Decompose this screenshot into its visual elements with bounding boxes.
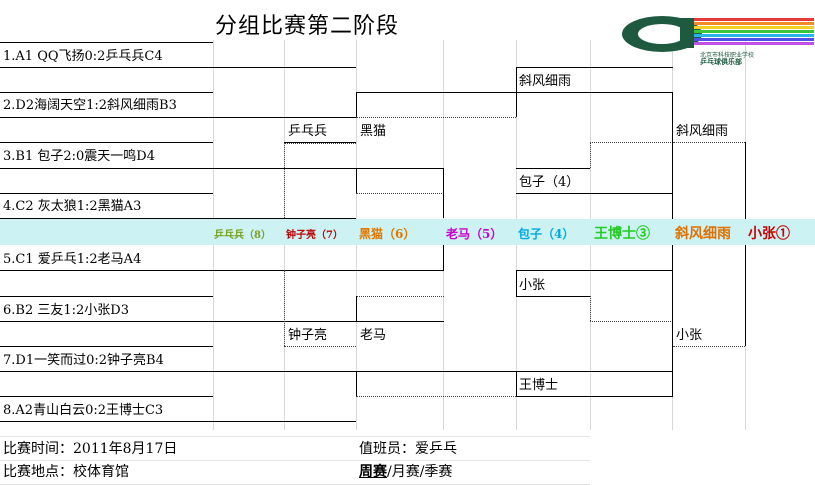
rank-1: 小张① (748, 226, 790, 242)
r2-winner-3: 小张 (519, 278, 546, 293)
match-type-rest: /月赛/季赛 (387, 464, 453, 480)
logo-club-name: 乒乓球俱乐部 (700, 57, 742, 66)
footer-match-type: 周赛/月赛/季赛 (359, 464, 452, 480)
r1-winner-3: 钟子亮 (288, 328, 328, 343)
rank-3: 王博士③ (594, 226, 650, 242)
r2-winner-2: 包子（4） (519, 175, 580, 190)
r2-winner-1: 斜风细雨 (519, 74, 572, 89)
match-4: 4.C2 灰太狼1:2黑猫A3 (3, 199, 142, 214)
r1-winner-2: 黑猫 (360, 124, 387, 139)
match-5: 5.C1 爱乒乓1:2老马A4 (3, 252, 142, 267)
page-title: 分组比赛第二阶段 (215, 14, 400, 39)
match-7: 7.D1一笑而过0:2钟子亮B4 (3, 353, 164, 368)
match-2: 2.D2海阔天空1:2斜风细雨B3 (3, 98, 177, 113)
ranking-band (0, 219, 815, 245)
match-1: 1.A1 QQ飞扬0:2乒乓兵C4 (3, 49, 163, 64)
r3-winner-1: 斜风细雨 (676, 124, 729, 139)
rank-7: 钟子亮（7） (286, 230, 343, 241)
club-logo-icon (622, 16, 814, 52)
rank-8: 乒乓兵（8） (214, 230, 271, 241)
r1-winner-1: 乒乓兵 (288, 124, 328, 139)
match-8: 8.A2青山白云0:2王博士C3 (3, 403, 164, 418)
club-logo: 北京市科技职业学校 乒乓球俱乐部 (620, 4, 815, 66)
rank-4: 包子（4） (518, 227, 575, 241)
rank-5: 老马（5） (446, 227, 503, 241)
r1-winner-4: 老马 (360, 328, 387, 343)
footer-time: 比赛时间：2011年8月17日 (3, 441, 178, 457)
r3-winner-2: 小张 (676, 328, 703, 343)
footer-place: 比赛地点：校体育馆 (3, 464, 129, 480)
logo-school-name: 北京市科技职业学校 (700, 52, 755, 59)
match-type-current: 周赛 (359, 464, 387, 480)
rank-2: 斜风细雨 (675, 226, 731, 242)
r2-winner-4: 王博士 (519, 378, 559, 393)
match-3: 3.B1 包子2:0震天一鸣D4 (3, 149, 155, 164)
match-6: 6.B2 三友1:2小张D3 (3, 303, 129, 318)
rank-6: 黑猫（6） (359, 227, 416, 241)
footer-duty: 值班员：爱乒乓 (359, 441, 457, 457)
